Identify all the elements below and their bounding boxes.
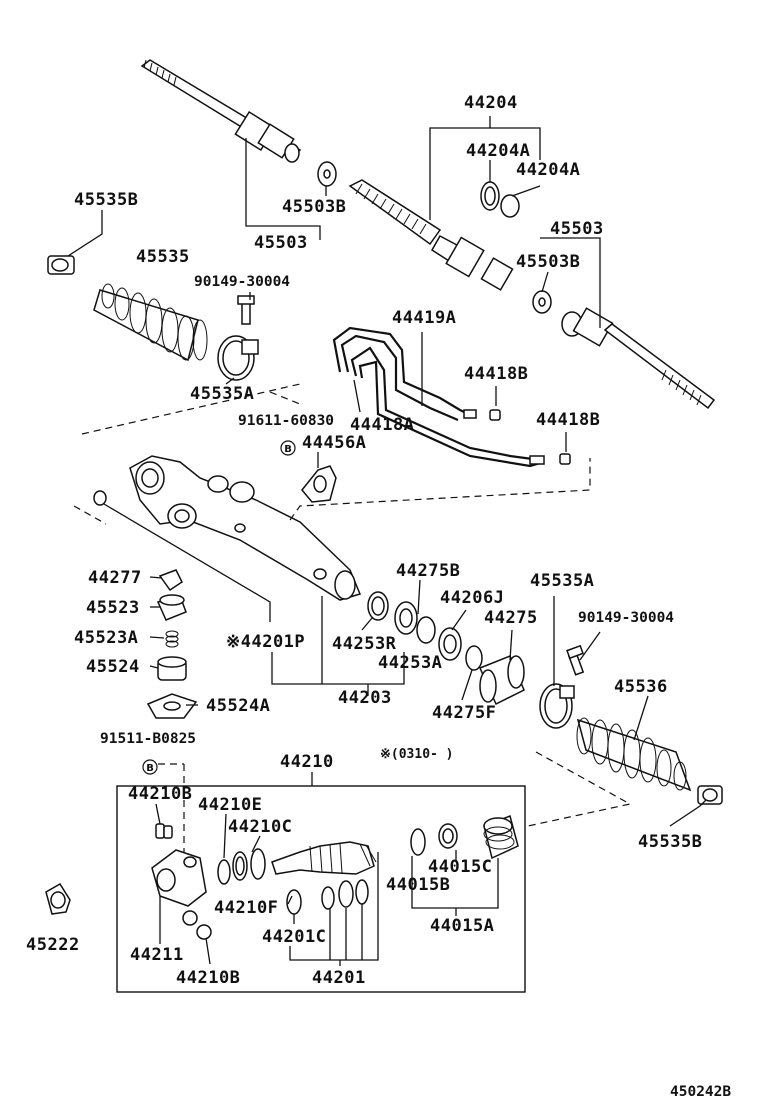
plug-small-icon [93, 490, 107, 506]
label-45503b-right: 45503B [516, 252, 580, 272]
label-44015b: 44015B [386, 875, 450, 895]
label-44201c: 44201C [262, 927, 326, 947]
dashed-lines [73, 383, 632, 852]
reference-b-text-2: B [146, 763, 154, 774]
clamp-45535a-left-icon [217, 335, 259, 381]
spring-45523a-icon [165, 630, 179, 648]
label-44275f: 44275F [432, 703, 496, 723]
label-44015c: 44015C [428, 857, 492, 877]
label-44277: 44277 [88, 568, 142, 588]
label-44210: 44210 [280, 752, 334, 772]
cap-44277-icon [158, 569, 183, 592]
seal-44201c-icon [286, 879, 369, 915]
oil-seal-44253r-icon [367, 591, 389, 621]
label-44419a: 44419A [392, 308, 456, 328]
tie-rod-right-icon [532, 290, 716, 410]
label-45503-left: 45503 [254, 233, 308, 253]
label-44418b-2: 44418B [536, 410, 600, 430]
valve-housing-44211-icon [151, 849, 207, 907]
pipe-44419a-icon [332, 326, 545, 468]
label-0310: ※(0310- ) [380, 747, 454, 762]
valve-assembly-box [116, 785, 526, 993]
rack-boot-right-icon [576, 717, 692, 792]
label-91511: 91511-B0825 [100, 731, 196, 747]
label-44210b-top: 44210B [128, 784, 192, 804]
rack-44204-icon [348, 179, 514, 291]
label-45523a: 45523A [74, 628, 138, 648]
clip-45535b-top-icon [47, 255, 75, 275]
label-45222: 45222 [26, 935, 80, 955]
label-44456a: 44456A [302, 433, 366, 453]
seal-44210e-icon [217, 848, 266, 885]
pinion-icon [271, 841, 377, 875]
label-45535a-right: 45535A [530, 571, 594, 591]
lock-nut-45503b-icon [317, 161, 337, 187]
label-44206j: 44206J [440, 588, 504, 608]
clamp-45535a-right-icon [539, 683, 575, 729]
nut-45524a-icon [146, 693, 198, 719]
label-44210c: 44210C [228, 817, 292, 837]
label-44210b-bottom: 44210B [176, 968, 240, 988]
bolt-90149-top-icon [237, 295, 255, 325]
label-44015a: 44015A [430, 916, 494, 936]
label-44204: 44204 [464, 93, 518, 113]
seal-44206j-icon [438, 627, 462, 661]
label-44210e: 44210E [198, 795, 262, 815]
seal-44015-icon [410, 815, 519, 860]
label-90149-right: 90149-30004 [578, 610, 674, 626]
label-44201p: ※44201P [226, 632, 305, 652]
reference-b-marker-1: B [280, 440, 296, 456]
label-44418a: 44418A [350, 415, 414, 435]
label-45536: 45536 [614, 677, 668, 697]
label-44275: 44275 [484, 608, 538, 628]
label-44204a-1: 44204A [466, 141, 530, 161]
label-45535a-left: 45535A [190, 384, 254, 404]
reference-b-marker-2: B [142, 759, 158, 775]
bolt-44210b-icon [155, 823, 212, 940]
bushing-44275-icon [478, 655, 525, 706]
label-91611: 91611-60830 [238, 413, 334, 429]
label-90149-top: 90149-30004 [194, 274, 290, 290]
reference-b-text-1: B [284, 444, 292, 455]
label-44253r: 44253R [332, 634, 397, 654]
ring-44204a-icon [480, 181, 520, 218]
label-45523: 45523 [86, 598, 140, 618]
label-45503b-left: 45503B [282, 197, 346, 217]
label-44253a: 44253A [378, 653, 442, 673]
label-45535b-bottom: 45535B [638, 832, 702, 852]
leader-lines [67, 116, 707, 966]
label-44275b: 44275B [396, 561, 460, 581]
label-44203: 44203 [338, 688, 392, 708]
rack-housing-icon [129, 455, 362, 601]
label-44204a-2: 44204A [516, 160, 580, 180]
guide-45523-icon [156, 594, 187, 621]
label-44418b-1: 44418B [464, 364, 528, 384]
label-44210f: 44210F [214, 898, 278, 918]
bolt-90149-right-icon [566, 644, 585, 676]
tie-rod-left-icon [140, 59, 302, 163]
label-45535b-top: 45535B [74, 190, 138, 210]
label-45524: 45524 [86, 657, 140, 677]
bushing-44275b-icon [394, 601, 436, 644]
part-labels: 44204 44204A 44204A 45535B 45503B 45503 … [26, 93, 731, 1100]
clip-45535b-bottom-icon [697, 785, 723, 805]
ring-44275f-icon [465, 645, 483, 671]
bracket-44456a-icon [301, 465, 337, 503]
diagram-code: 450242B [670, 1084, 731, 1100]
label-45535: 45535 [136, 247, 190, 267]
rack-boot-left-icon [93, 283, 208, 362]
label-45524a: 45524A [206, 696, 270, 716]
cap-45222-icon [45, 882, 71, 915]
label-45503-right: 45503 [550, 219, 604, 239]
label-44211: 44211 [130, 945, 184, 965]
seal-44418b-icon [489, 409, 571, 465]
plug-45524-icon [157, 656, 187, 681]
label-44201: 44201 [312, 968, 366, 988]
